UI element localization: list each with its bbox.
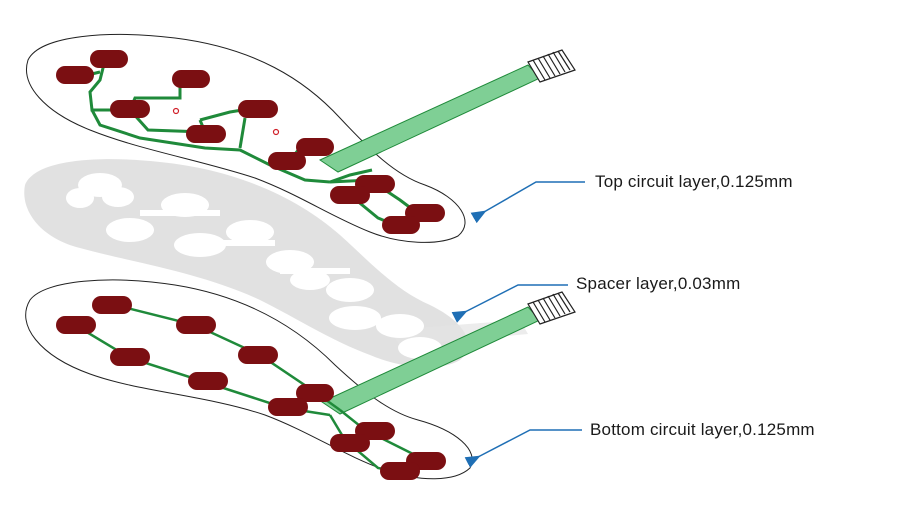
top-pad — [382, 216, 420, 234]
top-connector — [527, 49, 576, 83]
bottom-pad — [268, 398, 308, 416]
bottom-pad — [188, 372, 228, 390]
spacer-cutouts — [66, 173, 442, 359]
bottom-layer-arrow — [464, 429, 582, 468]
bottom-circuit-layer-label: Bottom circuit layer,0.125mm — [590, 420, 815, 439]
top-circuit-layer — [26, 34, 576, 243]
top-pad — [90, 50, 128, 68]
top-flex-tail — [318, 64, 541, 173]
top-pad — [296, 138, 334, 156]
top-via — [172, 107, 180, 115]
top-circuit-layer-label: Top circuit layer,0.125mm — [595, 172, 793, 191]
bottom-pad — [176, 316, 216, 334]
spacer-layer-arrow — [451, 284, 568, 323]
bottom-connector — [527, 291, 576, 325]
bottom-pad — [296, 384, 334, 402]
top-layer-arrow — [470, 181, 585, 224]
bottom-pad — [56, 316, 96, 334]
top-sensor-pads — [56, 50, 445, 234]
top-pad — [110, 100, 150, 118]
top-pad — [186, 125, 226, 143]
top-pad — [56, 66, 94, 84]
top-via — [272, 128, 280, 136]
bottom-pad — [110, 348, 150, 366]
bottom-pad — [380, 462, 420, 480]
bottom-pad — [330, 434, 370, 452]
bottom-pad — [238, 346, 278, 364]
bottom-sensor-pads — [56, 296, 446, 480]
top-pad — [268, 152, 306, 170]
bottom-pad — [92, 296, 132, 314]
top-pad — [172, 70, 210, 88]
bottom-circuit-layer — [25, 279, 576, 480]
spacer-layer-label: Spacer layer,0.03mm — [576, 274, 741, 293]
top-pad — [238, 100, 278, 118]
callout-arrows — [451, 181, 585, 468]
spacer-layer — [24, 159, 528, 368]
top-pad — [330, 186, 370, 204]
